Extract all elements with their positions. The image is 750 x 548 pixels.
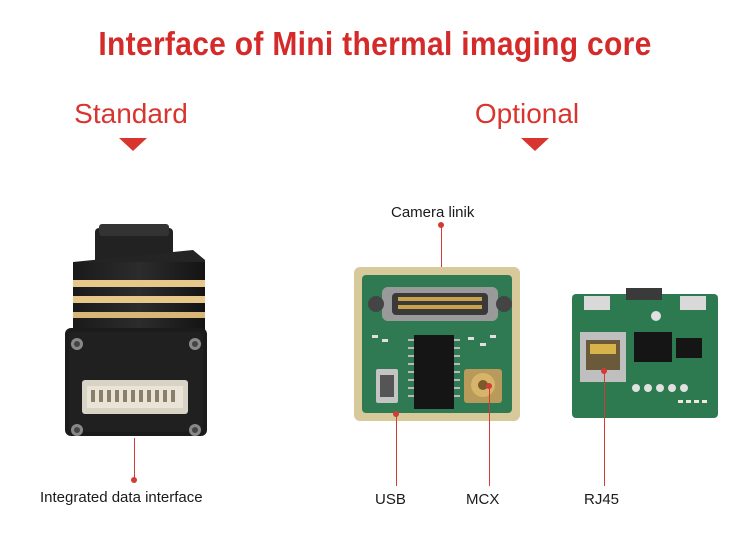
camera-link-label: Camera linik: [391, 204, 475, 221]
usb-label: USB: [375, 491, 406, 508]
rj45-board-image: [572, 288, 718, 418]
camera-link-pointer-line: [441, 224, 442, 282]
standard-arrow-icon: [119, 138, 147, 151]
rj45-pointer-line: [604, 371, 605, 486]
thermal-core-module-image: [65, 224, 207, 436]
optional-arrow-icon: [521, 138, 549, 151]
camera-link-board-image: [354, 267, 520, 421]
mcx-pointer-line: [489, 386, 490, 486]
page-title: Interface of Mini thermal imaging core: [98, 25, 652, 63]
standard-label: Standard: [74, 98, 188, 129]
mcx-label: MCX: [466, 491, 500, 508]
rj45-label: RJ45: [584, 491, 620, 508]
optional-label: Optional: [474, 98, 580, 129]
integrated-pointer-line: [134, 438, 135, 480]
usb-pointer-line: [396, 414, 397, 486]
integrated-data-interface-label: Integrated data interface: [40, 489, 203, 506]
camera-link-pointer-dot: [438, 222, 444, 228]
integrated-pointer-dot: [131, 477, 137, 483]
